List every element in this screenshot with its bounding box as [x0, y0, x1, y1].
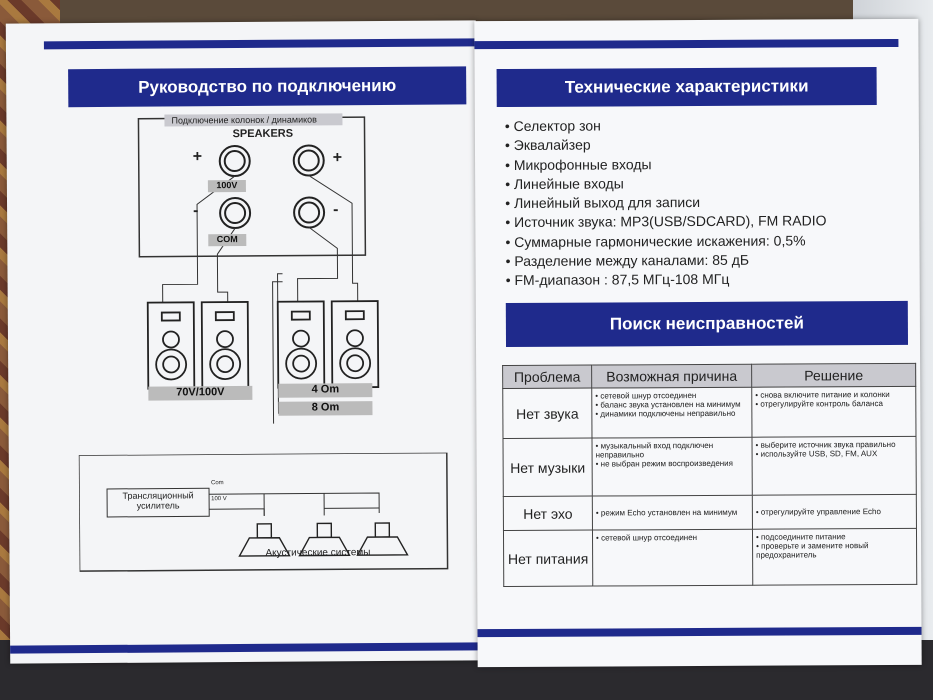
speakers-label: SPEAKERS: [232, 127, 294, 141]
acoustic-label: Акустические системы: [265, 547, 371, 559]
problem-cell: Нет звука: [502, 388, 592, 439]
spec-item: Линейные входы: [505, 173, 826, 194]
table-row: Нет музыки музыкальный вход подключен не…: [502, 436, 917, 497]
table-row: Нет звука сетевой шнур отсоединен баланс…: [502, 386, 916, 439]
connection-header: Подключение колонок / динамиков: [171, 114, 317, 126]
bottom-stripe: [10, 642, 481, 654]
solution-cell: снова включите питание и колонки отрегул…: [751, 386, 916, 438]
terminal-right-minus: [293, 196, 326, 229]
terminal-com-minus: [219, 197, 252, 230]
header-problem: Проблема: [502, 365, 592, 389]
header-solution: Решение: [751, 363, 916, 388]
spec-item: Суммарные гармонические искажения: 0,5%: [505, 231, 826, 252]
solution-item: отрегулируйте управление Echo: [756, 507, 913, 517]
amp-100v-label: 100 V: [211, 496, 227, 503]
solution-cell: отрегулируйте управление Echo: [752, 494, 917, 530]
top-stripe: [474, 38, 899, 50]
cause-item: музыкальный вход подключен неправильно: [596, 441, 749, 460]
tag-100v: 100V: [207, 179, 246, 193]
label-4om: 4 Om: [278, 383, 373, 398]
cause-item: не выбран режим воспроизведения: [596, 459, 749, 469]
left-page: Руководство по подключению Подключение к…: [5, 20, 481, 664]
amplifier-diagram: [78, 452, 449, 572]
spec-item: Селектор зон: [505, 115, 826, 136]
problem-cell: Нет эхо: [503, 496, 593, 531]
amplifier-label: Трансляционный усилитель: [122, 490, 194, 511]
spec-item: Источник звука: MP3(USB/SDCARD), FM RADI…: [505, 212, 826, 233]
spec-item: Линейный выход для записи: [505, 193, 826, 214]
solution-item: снова включите питание и колонки: [755, 390, 912, 400]
table-row: Нет эхо режим Echo установлен на минимум…: [503, 494, 917, 531]
cause-item: динамики подключены неправильно: [595, 409, 748, 419]
spec-item: Микрофонные входы: [505, 154, 826, 175]
terminal-right-plus: [292, 144, 325, 177]
connection-title: Руководство по подключению: [68, 66, 467, 108]
solution-cell: выберите источник звука правильно исполь…: [751, 436, 917, 496]
spec-item: Разделение между каналами: 85 дБ: [506, 250, 827, 271]
horn-speaker-icons: [238, 522, 409, 557]
cause-cell: сетевой шнур отсоединен: [592, 529, 753, 587]
solution-item: выберите источник звука правильно: [756, 440, 913, 450]
plus-left: +: [192, 148, 203, 166]
header-cause: Возможная причина: [591, 364, 752, 389]
connection-diagram: [137, 113, 380, 424]
terminal-100v-plus: [218, 145, 251, 178]
troubleshooting-title: Поиск неисправностей: [505, 300, 909, 348]
top-stripe: [43, 38, 476, 50]
problem-cell: Нет питания: [503, 530, 593, 587]
solution-item: проверьте и замените новый предохранител…: [756, 541, 913, 560]
plus-right: +: [332, 149, 343, 167]
solution-item: используйте USB, SD, FM, AUX: [756, 449, 913, 459]
cause-cell: музыкальный вход подключен неправильно н…: [591, 437, 753, 497]
cause-item: сетевой шнур отсоединен: [596, 533, 749, 543]
cause-cell: сетевой шнур отсоединен баланс звука уст…: [591, 387, 752, 439]
spec-item: Эквалайзер: [505, 135, 826, 156]
speaker-box-icons: [146, 300, 380, 390]
solution-cell: подсоедините питание проверьте и заменит…: [752, 528, 917, 586]
troubleshooting-table: Проблема Возможная причина Решение Нет з…: [502, 363, 917, 587]
problem-cell: Нет музыки: [502, 438, 593, 497]
table-row: Нет питания сетевой шнур отсоединен подс…: [503, 528, 917, 587]
specs-title: Технические характеристики: [496, 67, 877, 108]
table-header-row: Проблема Возможная причина Решение: [502, 363, 916, 389]
spec-list: Селектор зон Эквалайзер Микрофонные вход…: [505, 115, 827, 290]
label-8om: 8 Om: [278, 401, 373, 416]
bottom-stripe: [477, 626, 922, 638]
label-70-100v: 70V/100V: [148, 385, 253, 401]
solution-item: отрегулируйте контроль баланса: [755, 399, 912, 409]
spec-item: FM-диапазон : 87,5 МГц-108 МГц: [506, 270, 827, 291]
minus-right: -: [333, 201, 339, 219]
amp-com-label: Com: [210, 480, 224, 487]
right-page: Технические характеристики Селектор зон …: [474, 18, 922, 668]
cause-cell: режим Echo установлен на минимум: [592, 495, 753, 531]
tag-com: COM: [208, 233, 247, 247]
cause-item: режим Echo установлен на минимум: [596, 508, 749, 518]
minus-left: -: [193, 202, 199, 220]
